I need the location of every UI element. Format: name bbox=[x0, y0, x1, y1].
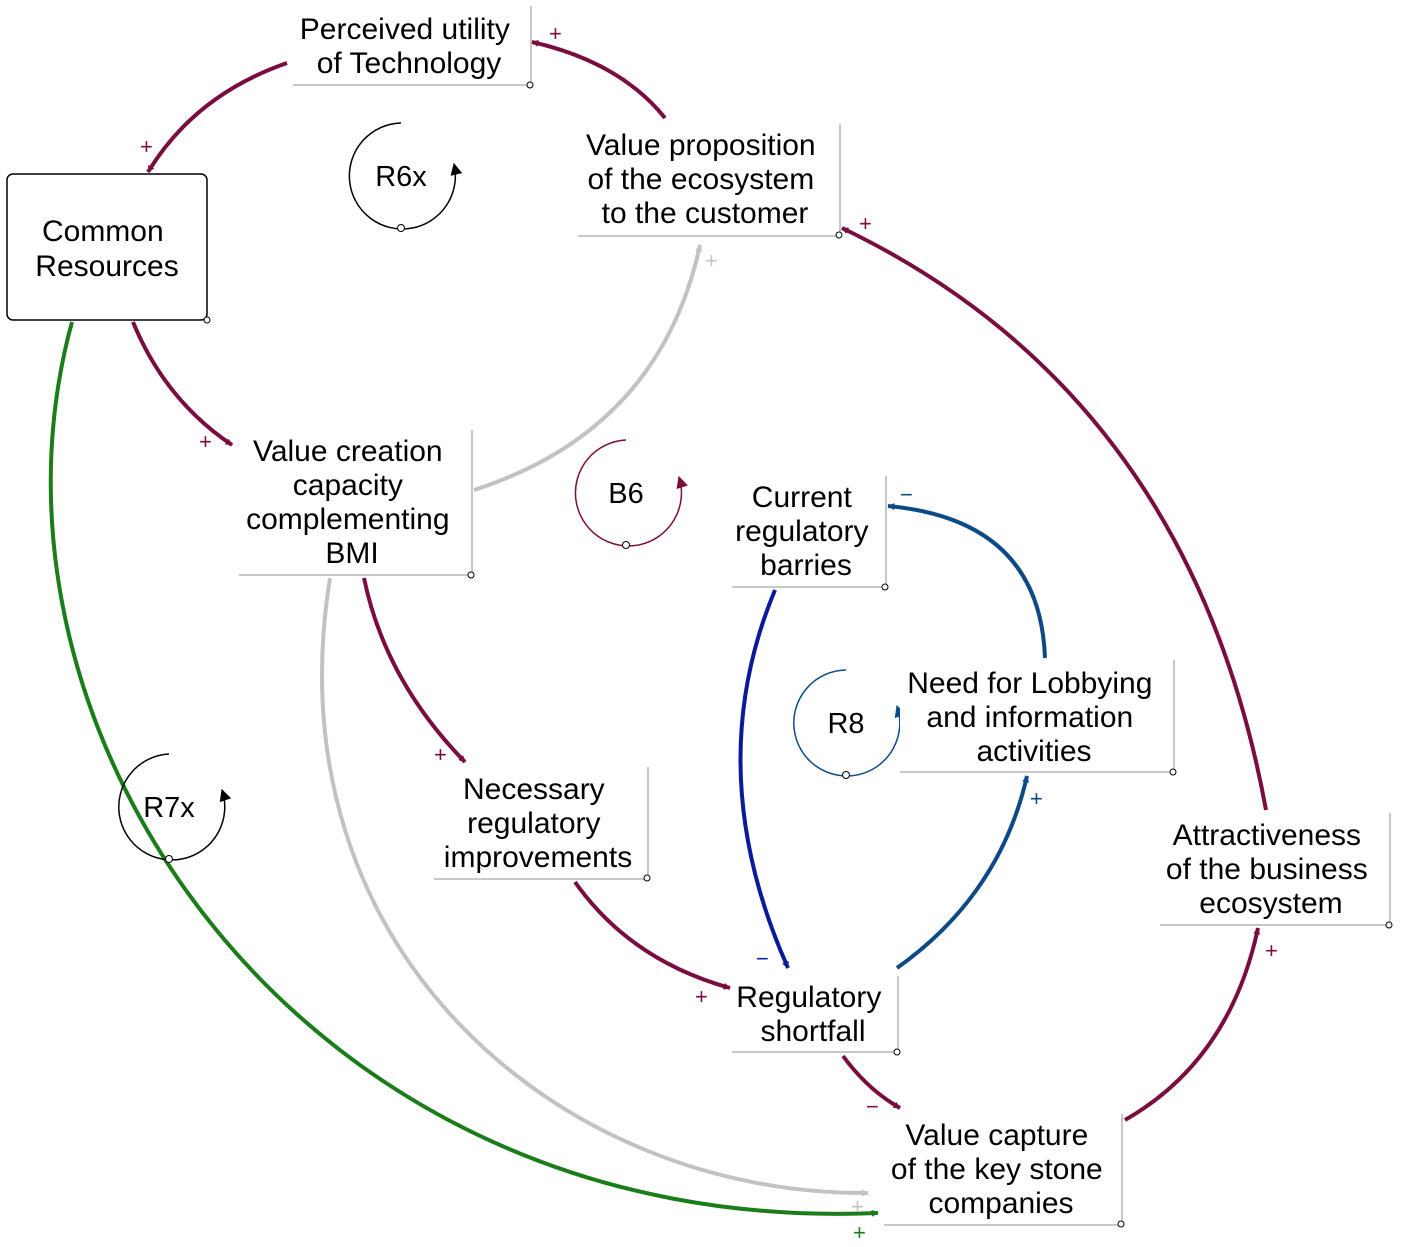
svg-text:Value capture of the k: Value capture of the key stone companies bbox=[891, 1119, 1111, 1220]
link-need-lobbying-to-current-barriers bbox=[887, 503, 1047, 659]
node-attractiveness-line-3: ecosystem bbox=[1199, 887, 1342, 920]
node-common-resources-line-1: Common bbox=[42, 215, 164, 248]
node-necessary-improvements-line-1: Necessary bbox=[463, 773, 605, 806]
link-current-barriers-to-regulatory-shortfall bbox=[738, 589, 790, 969]
node-perceived-utility: Perceived utility of Technology bbox=[293, 6, 534, 89]
loop-indicators: R6x B6 R8 R7x bbox=[118, 122, 907, 863]
link-regulatory-shortfall-to-value-capture bbox=[841, 1054, 901, 1110]
link-common-resources-to-value-capture bbox=[48, 321, 879, 1217]
node-necessary-improvements: Necessary regulatory improvements bbox=[434, 767, 651, 882]
node-need-lobbying-line-3: activities bbox=[976, 735, 1091, 768]
sign-current-barriers-in: − bbox=[900, 482, 913, 507]
link-value-creation-to-value-capture bbox=[320, 577, 869, 1197]
node-common-resources-line-2: Resources bbox=[35, 250, 178, 283]
node-common-resources: Common Resources bbox=[6, 173, 211, 324]
loop-label-r7x: R7x bbox=[143, 792, 195, 824]
loop-r7x: R7x bbox=[118, 753, 232, 863]
node-value-creation: Value creation capacity complementing BM… bbox=[239, 430, 475, 579]
link-attractiveness-to-value-proposition bbox=[841, 226, 1268, 811]
node-current-barriers-line-2: regulatory bbox=[735, 515, 868, 548]
svg-text:Common Resources: Common Resources bbox=[35, 215, 178, 283]
node-perceived-utility-line-2: of Technology bbox=[317, 47, 502, 80]
svg-text:Necessary regulatory: Necessary regulatory improvements bbox=[444, 773, 632, 874]
polarity-signs: + + + + + − + + + − + − + + bbox=[140, 21, 1278, 1245]
nodes: Perceived utility of Technology Value pr… bbox=[6, 6, 1393, 1228]
link-regulatory-shortfall-to-need-lobbying bbox=[895, 775, 1030, 970]
node-value-capture-line-3: companies bbox=[928, 1187, 1073, 1220]
sign-value-capture-maroon: − bbox=[866, 1094, 879, 1119]
link-value-proposition-to-perceived-utility bbox=[531, 39, 667, 120]
node-current-barriers-line-3: barries bbox=[760, 549, 852, 582]
node-value-creation-line-1: Value creation bbox=[253, 435, 443, 468]
sign-value-creation-in: + bbox=[199, 429, 212, 454]
node-value-creation-line-2: capacity bbox=[293, 469, 403, 502]
link-value-creation-to-value-proposition bbox=[473, 244, 703, 492]
sign-perceived-utility-in: + bbox=[549, 21, 562, 46]
loop-r8: R8 bbox=[793, 669, 907, 779]
node-value-creation-line-3: complementing bbox=[246, 503, 449, 536]
sign-need-lobbying-in: + bbox=[1030, 786, 1043, 811]
sign-common-resources-in: + bbox=[140, 134, 153, 159]
node-regulatory-shortfall-line-1: Regulatory bbox=[736, 981, 881, 1014]
node-current-barriers: Current regulatory barries bbox=[732, 476, 889, 591]
sign-necessary-improvements-in: + bbox=[434, 742, 447, 767]
loop-label-r8: R8 bbox=[827, 708, 864, 740]
loop-r6x: R6x bbox=[348, 122, 463, 232]
svg-text:Need for Lobbying and: Need for Lobbying and information activi… bbox=[907, 667, 1161, 768]
node-necessary-improvements-line-2: regulatory bbox=[467, 807, 600, 840]
node-need-lobbying-line-1: Need for Lobbying bbox=[907, 667, 1152, 700]
loop-label-r6x: R6x bbox=[375, 161, 427, 193]
node-attractiveness-line-1: Attractiveness bbox=[1173, 819, 1361, 852]
node-regulatory-shortfall: Regulatory shortfall bbox=[732, 976, 901, 1056]
node-value-proposition-line-3: to the customer bbox=[602, 197, 809, 230]
sign-regulatory-shortfall-in: + bbox=[695, 984, 708, 1009]
link-value-creation-to-necessary-improvements bbox=[362, 577, 467, 764]
sign-regulatory-shortfall-blue: − bbox=[756, 946, 769, 971]
node-value-creation-line-4: BMI bbox=[325, 537, 378, 570]
svg-text:Value proposition of t: Value proposition of the ecosystem to th… bbox=[586, 129, 824, 230]
node-regulatory-shortfall-line-2: shortfall bbox=[760, 1015, 865, 1048]
node-value-proposition-line-2: of the ecosystem bbox=[587, 163, 814, 196]
node-need-lobbying: Need for Lobbying and information activi… bbox=[900, 660, 1177, 776]
sign-attractiveness-in: + bbox=[1265, 938, 1278, 963]
sign-value-capture-gray: + bbox=[851, 1194, 864, 1219]
svg-text:Regulatory shortfall: Regulatory shortfall bbox=[736, 981, 889, 1048]
svg-text:Value creation capacit: Value creation capacity complementing BM… bbox=[246, 435, 458, 570]
sign-value-proposition-gray: + bbox=[705, 248, 718, 273]
node-value-proposition-line-1: Value proposition bbox=[586, 129, 816, 162]
node-attractiveness: Attractiveness of the business ecosystem bbox=[1160, 813, 1393, 929]
loop-label-b6: B6 bbox=[608, 478, 643, 510]
node-need-lobbying-line-2: and information bbox=[926, 701, 1133, 734]
svg-text:Perceived utility of T: Perceived utility of Technology bbox=[300, 13, 518, 80]
node-perceived-utility-line-1: Perceived utility bbox=[300, 13, 510, 46]
node-necessary-improvements-line-3: improvements bbox=[444, 841, 632, 874]
sign-value-proposition-in: + bbox=[859, 211, 872, 236]
node-attractiveness-line-2: of the business bbox=[1166, 853, 1368, 886]
node-value-capture: Value capture of the key stone companies bbox=[884, 1114, 1125, 1228]
node-value-proposition: Value proposition of the ecosystem to th… bbox=[578, 124, 843, 239]
link-value-capture-to-attractiveness bbox=[1124, 927, 1261, 1122]
node-current-barriers-line-1: Current bbox=[752, 481, 853, 514]
svg-text:Current regulatory: Current regulatory barries bbox=[735, 481, 877, 582]
link-perceived-utility-to-common-resources bbox=[146, 61, 288, 174]
loop-b6: B6 bbox=[574, 439, 688, 549]
links bbox=[48, 39, 1268, 1217]
node-value-capture-line-1: Value capture bbox=[905, 1119, 1088, 1152]
link-necessary-improvements-to-regulatory-shortfall bbox=[573, 880, 731, 990]
sign-value-capture-green: + bbox=[853, 1220, 866, 1245]
link-common-resources-to-value-creation bbox=[131, 321, 234, 447]
node-value-capture-line-2: of the key stone bbox=[891, 1153, 1103, 1186]
svg-text:Attractiveness of the: Attractiveness of the business ecosystem bbox=[1166, 819, 1376, 920]
